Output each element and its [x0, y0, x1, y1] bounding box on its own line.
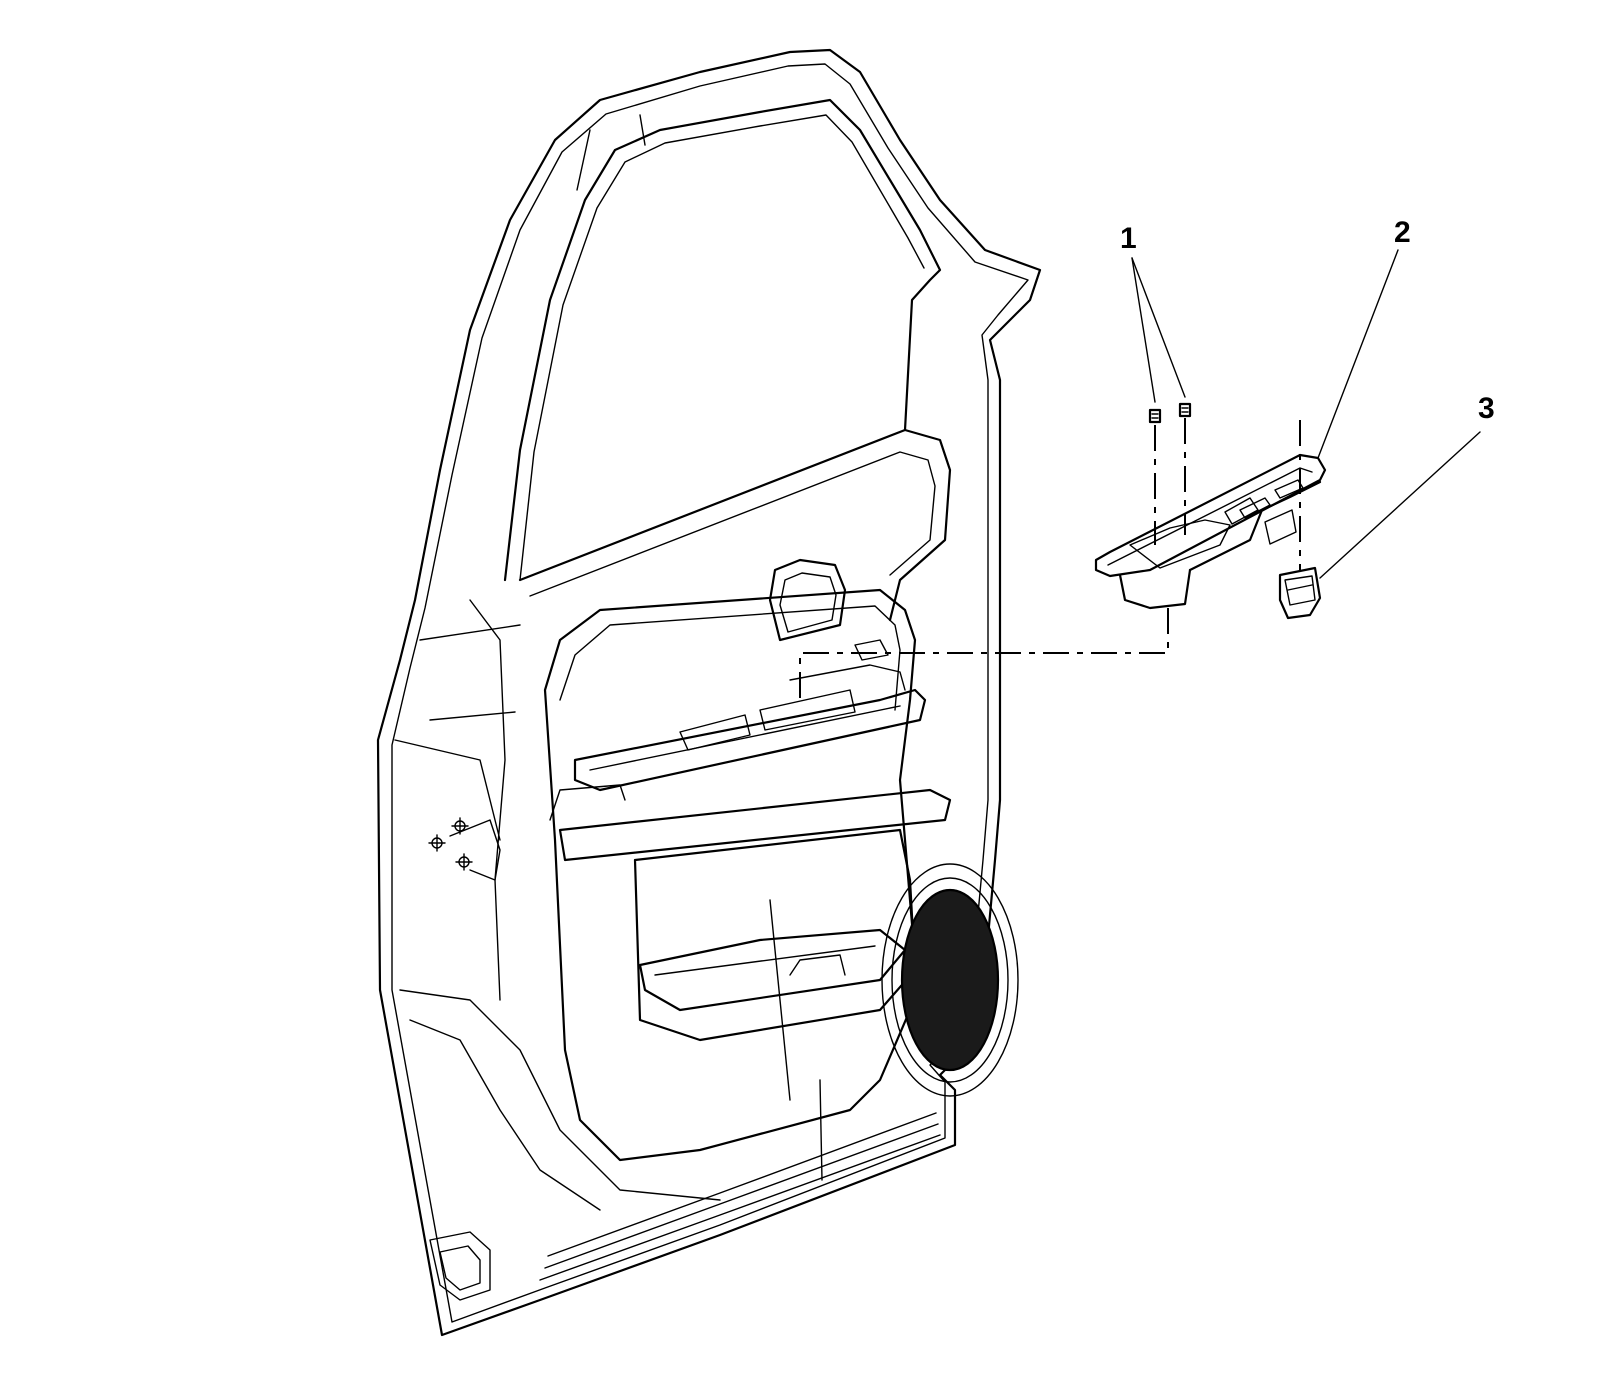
leader-lines — [1131, 249, 1481, 579]
door-panel — [376, 48, 1042, 1337]
leader-1a — [1131, 257, 1156, 403]
hinge-fasteners — [428, 817, 501, 881]
switch-bezel — [1094, 453, 1327, 610]
callout-3: 3 — [1478, 392, 1495, 425]
callout-1: 1 — [1120, 222, 1137, 255]
leader-1b — [1131, 257, 1186, 398]
speaker-grille — [900, 888, 1000, 1072]
alignment-lines — [799, 418, 1301, 700]
leader-3 — [1319, 431, 1481, 579]
callout-2: 2 — [1394, 216, 1411, 249]
leader-2 — [1317, 249, 1399, 459]
bezel-screws — [1148, 402, 1192, 424]
window-switch — [1278, 566, 1322, 620]
